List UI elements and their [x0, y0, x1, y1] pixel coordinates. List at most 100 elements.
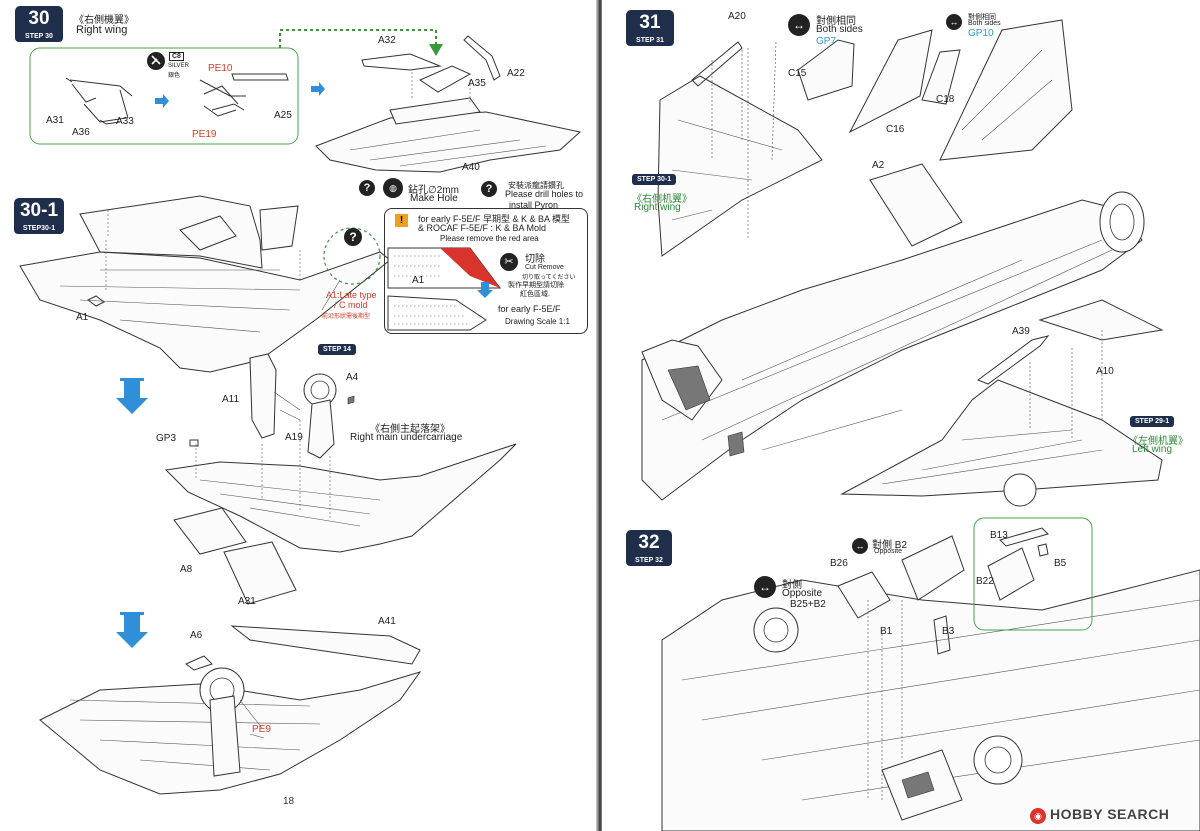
part-label-a33: A33 [116, 116, 134, 127]
part-label-a32: A32 [378, 35, 396, 46]
part-label-a31: A31 [46, 115, 64, 126]
step-31-badge: 31 STEP 31 [626, 10, 674, 46]
part-label-gp7: GP7 [816, 36, 837, 47]
note-line-3: Please remove the red area [440, 234, 539, 243]
late-type-label-1: A1:Late type [326, 290, 377, 300]
late-type-label-cn: 前沿形狀需後期型 [322, 314, 371, 320]
opposite-cn-1: 對側 [782, 580, 802, 591]
part-label-a1: A1 [76, 312, 89, 323]
warning-icon: ! [395, 214, 408, 227]
hobby-search-logo-icon: ◉ [1030, 808, 1046, 824]
note-cut-en: Cut Remove [525, 264, 564, 271]
part-label-b3: B3 [942, 626, 955, 637]
note-cut-cn: 切除 [525, 254, 545, 265]
part-label-gp3: GP3 [156, 433, 177, 444]
part-label-a36: A36 [72, 127, 90, 138]
note-early-cn-2: 紅色區域. [520, 291, 550, 298]
step-32-badge: 32 STEP 32 [626, 530, 672, 566]
step-30-title-en: Right wing [76, 24, 128, 36]
opposite-parts-b25-b2: B25+B2 [790, 599, 826, 610]
part-label-a10: A10 [1096, 366, 1114, 377]
part-label-a11: A11 [222, 394, 240, 405]
part-label-a20: A20 [728, 11, 746, 22]
paint-name-en: SILVER [168, 63, 189, 69]
part-label-b5: B5 [1054, 558, 1067, 569]
hobby-search-watermark: HOBBY SEARCH [1050, 806, 1170, 822]
late-type-label-2: / C mold [334, 300, 368, 310]
opposite-en-2: Opposite [874, 548, 903, 555]
part-label-a25: A25 [274, 110, 292, 121]
cut-icon: ✂ [500, 253, 518, 271]
part-label-b13: B13 [990, 530, 1008, 541]
right-wing-ref-cn: 《右側机翼》 [632, 194, 692, 205]
part-label-b1: B1 [880, 626, 893, 637]
step-31-label: STEP 31 [626, 36, 674, 46]
left-wing-ref-en: Left wing [1132, 444, 1173, 455]
step-30-1-badge: 30-1 STEP30-1 [14, 198, 64, 234]
part-label-c16: C16 [886, 124, 905, 135]
part-label-c18: C18 [936, 94, 955, 105]
part-label-a2: A2 [872, 160, 885, 171]
right-page-artwork [641, 19, 1200, 831]
part-label-a35: A35 [468, 78, 486, 89]
both-sides-en-1: Both sides [816, 24, 863, 35]
right-wing-ref-en: Right wing [634, 202, 681, 213]
part-label-pe9: PE9 [252, 724, 271, 735]
part-label-b26: B26 [830, 558, 848, 569]
drill-hole-cn: 鉆孔∅2mm [408, 185, 459, 196]
left-page-artwork [19, 29, 582, 795]
part-label-a4: A4 [346, 372, 359, 383]
book-gutter [596, 0, 604, 831]
page-number-left: 18 [283, 796, 295, 807]
paint-name-cn: 銀色 [168, 73, 181, 79]
part-label-a19: A19 [285, 432, 303, 443]
part-label-a39: A39 [1012, 326, 1030, 337]
both-sides-cn-1: 對側相同 [816, 16, 856, 27]
part-label-c15: C15 [788, 68, 807, 79]
both-sides-icon-1: ↔ [788, 14, 810, 36]
part-label-a41: A41 [378, 616, 396, 627]
note-cut-jp: 切り取ってください [522, 275, 576, 281]
step-14-ref-badge: STEP 14 [318, 344, 356, 355]
step-30-number: 30 [15, 6, 63, 32]
left-wing-ref-cn: 《左側机翼》 [1128, 436, 1188, 447]
note-line-2: & ROCAF F-5E/F : K & BA Mold [418, 223, 547, 233]
opposite-cn-2: 對側 B2 [872, 540, 908, 551]
both-sides-cn-2: 對側相同 [968, 14, 996, 21]
step-30-1-label: STEP30-1 [14, 224, 64, 234]
left-page: 30 STEP 30 《右側機翼》 Right wing C8 SILVER 銀… [0, 0, 598, 831]
step-32-number: 32 [626, 530, 672, 556]
part-label-pe10: PE10 [208, 63, 233, 74]
opposite-en-1: Opposite [782, 588, 823, 599]
part-label-b22: B22 [976, 576, 994, 587]
part-label-pe19: PE19 [192, 129, 217, 140]
both-sides-icon-2: ↔ [946, 14, 962, 30]
question-icon: ? [344, 228, 362, 246]
step-30-label: STEP 30 [15, 32, 63, 42]
opposite-icon-1: ↔ [754, 576, 776, 598]
pylon-info-icon: ? [481, 181, 497, 197]
step-30-1-ref-badge: STEP 30-1 [632, 174, 677, 185]
paint-code-badge: C8 [169, 52, 184, 61]
drill-hole-en: Make Hole [410, 193, 458, 204]
step-30-1-number: 30-1 [14, 198, 64, 224]
part-label-a22: A22 [507, 68, 525, 79]
right-page: 31 STEP 31 A20 ↔ 對側相同 Both sides GP7 ↔ 對… [602, 0, 1200, 831]
step-30-badge: 30 STEP 30 [15, 6, 63, 42]
part-label-a31-lower: A31 [238, 596, 256, 607]
note-early-cn-1: 製作早期型請切除 [508, 282, 564, 289]
undercarriage-title-cn: 《右側主起落架》 [370, 424, 450, 435]
pylon-note-en-1: Please drill holes to [505, 189, 584, 199]
step-30-title-cn: 《右側機翼》 [74, 15, 134, 26]
part-label-a8: A8 [180, 564, 193, 575]
pylon-note-en-2: install Pyron [509, 200, 559, 210]
pylon-note-cn: 安裝派龍請鑽孔 [508, 181, 564, 190]
early-type-note-box [384, 208, 588, 334]
undercarriage-title-en: Right main undercarriage [350, 432, 463, 443]
step-29-1-ref-badge: STEP 29-1 [1130, 416, 1175, 427]
part-label-gp10: GP10 [968, 28, 994, 39]
info-icon: ? [359, 180, 375, 196]
drill-icon: ◍ [383, 178, 403, 198]
step-31-number: 31 [626, 10, 674, 36]
